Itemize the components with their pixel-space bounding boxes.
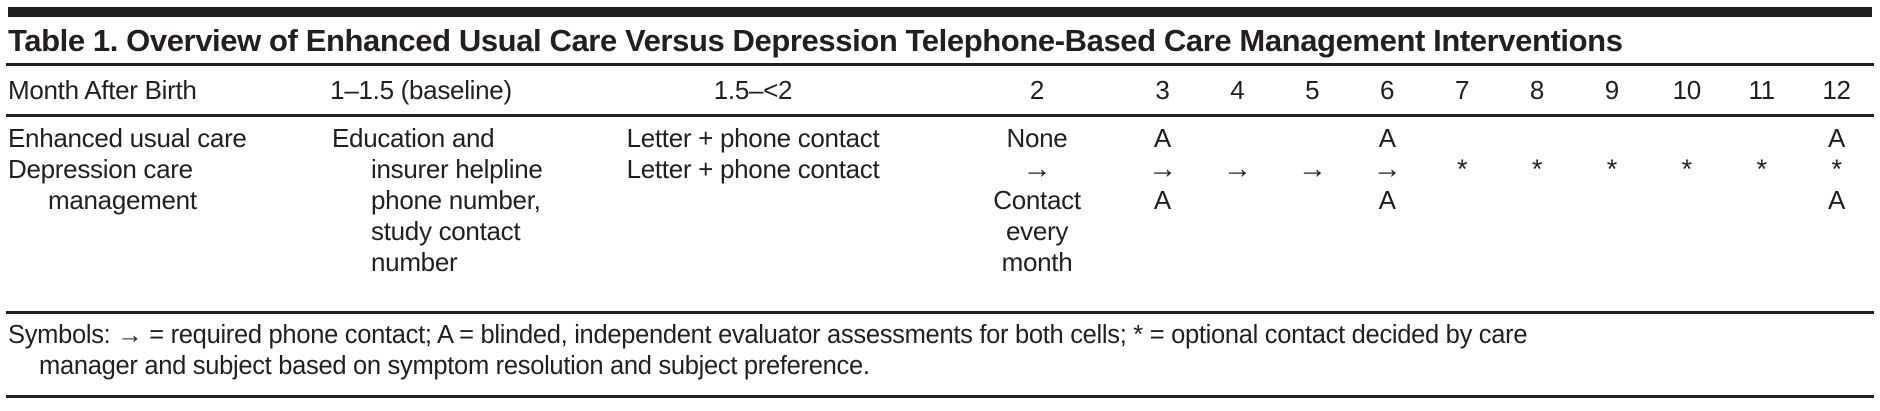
header-month-11: 11 [1748,75,1775,105]
depression-month6-assessment: A [1378,185,1396,215]
footnote-line-1: Symbols: → = required phone contact; A =… [8,321,1528,349]
header-month-2: 2 [1029,75,1045,105]
enhanced-month3-assessment: A [1153,123,1171,153]
table-header-row: Month After Birth 1–1.5 (baseline) 1.5–<… [6,66,1874,114]
depression-month2-note-line-3: month [1001,247,1073,277]
header-month-8: 8 [1529,75,1545,105]
header-window: 1.5–<2 [713,75,793,105]
table-1-container: Table 1. Overview of Enhanced Usual Care… [6,7,1874,398]
depression-month12-assessment: A [1828,185,1846,215]
baseline-cell-line-4: study contact [371,216,521,246]
row-label-enhanced-usual-care: Enhanced usual care [8,123,247,153]
rule-under-header [6,114,1874,117]
table-top-bar [8,7,1872,17]
header-month-9: 9 [1604,75,1619,105]
header-month-4: 4 [1230,75,1245,105]
table-footnote: Symbols: → = required phone contact; A =… [6,314,1874,395]
depression-month4-arrow: → [1222,153,1252,185]
enhanced-month6-assessment: A [1378,123,1396,153]
table-body: Enhanced usual care Depression care mana… [6,117,1874,311]
enhanced-month2-none: None [1006,123,1068,153]
depression-month2-note-line-1: Contact [993,185,1081,215]
depression-month7-star: * [1456,154,1468,184]
row-label-depression-care-line-2: management [48,185,197,215]
header-month-6: 6 [1380,75,1395,105]
header-month-10: 10 [1672,75,1702,105]
depression-month2-note-line-2: every [1005,216,1069,246]
depression-month6-arrow: → [1372,153,1402,185]
depression-month5-arrow: → [1297,153,1327,185]
baseline-cell-line-5: number [371,247,458,277]
header-month-3: 3 [1155,75,1170,105]
depression-month3-arrow: → [1148,153,1177,185]
depression-month3-assessment: A [1153,185,1171,215]
header-baseline: 1–1.5 (baseline) [330,75,512,105]
rule-above-footnote [6,311,1874,314]
baseline-cell-line-1: Education and [332,123,495,153]
header-month-12: 12 [1822,75,1851,105]
baseline-cell-line-3: phone number, [371,185,541,215]
rule-bottom [6,395,1874,398]
header-month-after-birth: Month After Birth [8,75,197,105]
depression-month9-star: * [1606,154,1618,184]
enhanced-month12-assessment: A [1828,123,1846,153]
depression-month10-star: * [1681,154,1693,184]
rule-under-title [6,63,1874,66]
header-month-7: 7 [1454,75,1470,105]
depression-month2-arrow: → [1022,153,1052,185]
enhanced-window-cell: Letter + phone contact [626,123,880,153]
depression-month8-star: * [1531,154,1543,184]
depression-month12-star: * [1831,154,1842,184]
depression-window-cell: Letter + phone contact [626,154,880,184]
baseline-cell-line-2: insurer helpline [371,154,543,184]
row-label-depression-care-line-1: Depression care [8,154,193,184]
depression-month11-star: * [1756,154,1768,184]
table-title: Table 1. Overview of Enhanced Usual Care… [8,23,1623,58]
header-month-5: 5 [1305,75,1320,105]
footnote-line-2: manager and subject based on symptom res… [39,352,870,380]
